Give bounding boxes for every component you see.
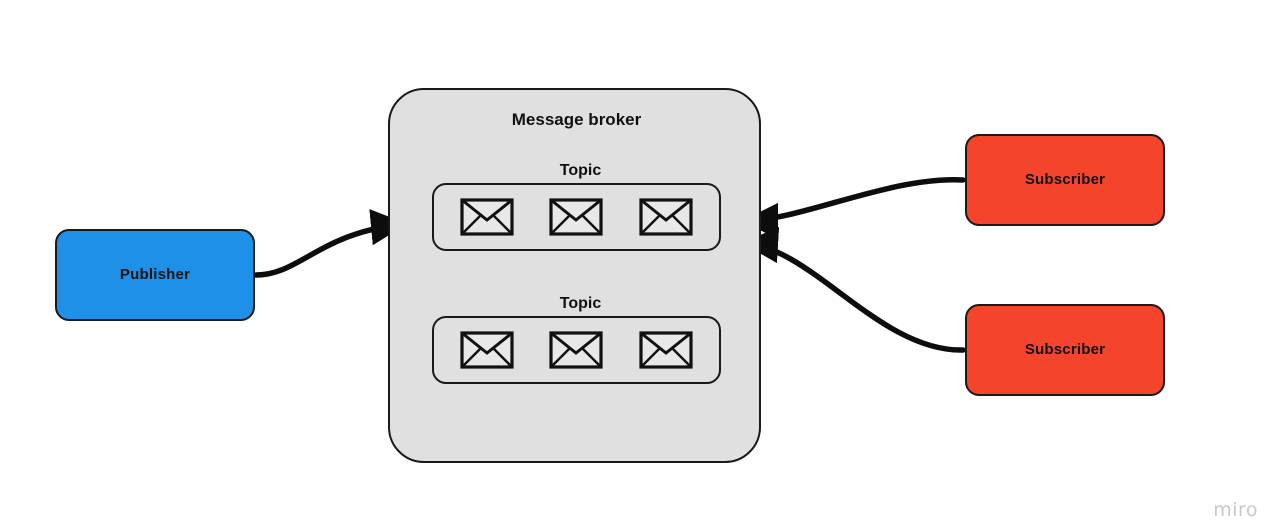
envelope-icon	[639, 331, 693, 369]
connector-subscriber-0-to-topic	[741, 177, 966, 240]
topic-group-0: Topic	[432, 162, 721, 251]
subscriber-node-0[interactable]: Subscriber	[965, 134, 1165, 226]
message-broker-title: Message broker	[511, 110, 642, 129]
envelope-icon	[639, 198, 693, 236]
topic-label-1: Topic	[559, 295, 602, 312]
connector-subscriber-1-to-topic	[741, 226, 966, 353]
subscriber-node-1[interactable]: Subscriber	[965, 304, 1165, 396]
connector-publisher-to-topic	[253, 209, 408, 278]
envelope-icon	[460, 331, 514, 369]
topic-group-1: Topic	[432, 295, 721, 384]
topic-box-0[interactable]	[432, 183, 721, 251]
publisher-node[interactable]: Publisher	[55, 229, 255, 321]
subscriber-label-0: Subscriber	[1024, 170, 1106, 188]
envelope-icon	[549, 331, 604, 369]
topic-box-1[interactable]	[432, 316, 721, 384]
topic-label-0: Topic	[559, 162, 602, 179]
subscriber-label-1: Subscriber	[1024, 340, 1106, 358]
envelope-icon	[460, 198, 514, 236]
message-broker-container[interactable]: Message broker Topic	[388, 88, 761, 463]
envelope-icon	[549, 198, 604, 236]
miro-watermark: miro	[1213, 499, 1258, 521]
publisher-label: Publisher	[119, 265, 191, 283]
